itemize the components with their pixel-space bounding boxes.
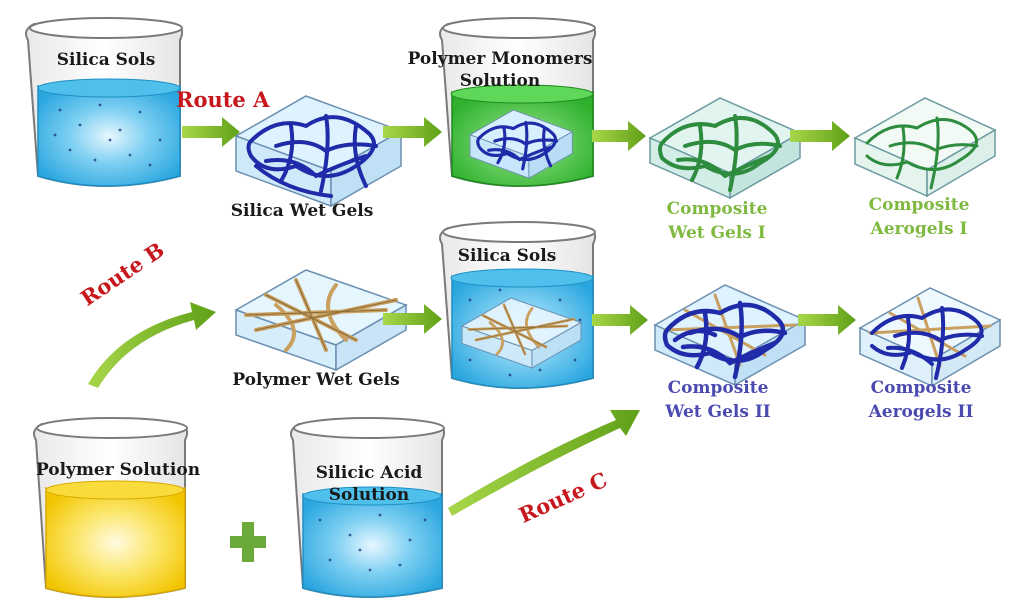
- composite-wet-gels-2-block: [653, 284, 807, 387]
- beaker-label-silica-sols-a: Silica Sols: [56, 50, 156, 70]
- label-composite-aerogels-1-line2: Aerogels I: [870, 219, 968, 239]
- arrow-monomers-to-composite-1: [592, 121, 646, 151]
- beaker-polymer-solution: [33, 417, 189, 598]
- arrow-route-b-curved: [88, 302, 216, 388]
- label-composite-wet-gels-2-line1: Composite: [667, 378, 769, 398]
- label-composite-wet-gels-2-line2: Wet Gels II: [665, 402, 771, 422]
- silica-wet-gels-block: [234, 95, 403, 208]
- label-composite-aerogels-2-line1: Composite: [870, 378, 972, 398]
- composite-wet-gels-1-block: [648, 97, 802, 200]
- label-polymer-wet-gels: Polymer Wet Gels: [232, 370, 400, 390]
- arrow-silica-gel-to-monomers: [383, 117, 442, 147]
- label-composite-aerogels-2-line2: Aerogels II: [868, 402, 974, 422]
- silica-gel-in-monomer: [468, 109, 574, 180]
- arrow-sols-to-silica-gel: [182, 117, 240, 147]
- composite-aerogels-1-block: [853, 97, 997, 198]
- beaker-label-silica-sols-b: Silica Sols: [457, 246, 557, 266]
- beaker-label-polymer-monomers: Polymer Monomers Solution: [407, 49, 593, 91]
- beaker-label-polymer-solution: Polymer Solution: [35, 460, 201, 480]
- arrow-composite-1-to-aerogel-1: [790, 121, 850, 151]
- label-composite-aerogels-1-line1: Composite: [868, 195, 970, 215]
- label-composite-wet-gels-1-line1: Composite: [666, 199, 768, 219]
- beaker-silicic-acid: [290, 417, 446, 598]
- arrow-polymer-gel-to-silica-sols: [383, 304, 442, 334]
- label-composite-wet-gels-1-line2: Wet Gels I: [668, 223, 766, 243]
- arrow-silica-sols-to-composite-2: [592, 305, 648, 335]
- polymer-wet-gels-block: [234, 269, 408, 372]
- beaker-silica-sols-a: [25, 17, 184, 187]
- label-silica-wet-gels: Silica Wet Gels: [230, 201, 374, 221]
- plus-icon: [230, 522, 266, 562]
- polymer-gel-in-silica-sols: [460, 297, 583, 369]
- beaker-label-silicic-acid: Silicic Acid Solution: [315, 463, 423, 505]
- route-a-label: Route A: [176, 87, 270, 112]
- arrow-route-c-curved: [448, 410, 640, 516]
- arrow-composite-2-to-aerogel-2: [798, 305, 856, 335]
- composite-aerogels-2-block: [858, 287, 1002, 388]
